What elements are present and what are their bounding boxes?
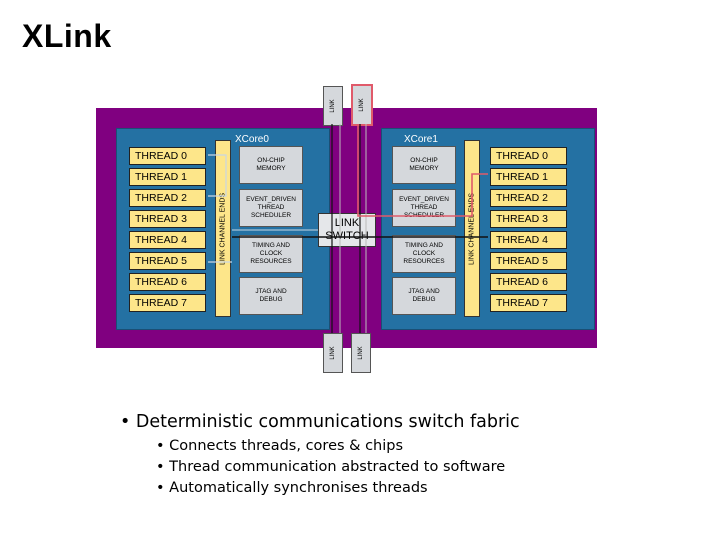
link-label: LINK <box>359 98 365 112</box>
link-label: LINK <box>330 99 336 113</box>
bullet-sub: • Connects threads, cores & chips <box>156 438 404 454</box>
link-channel-ends-label: LINK CHANNEL ENDS <box>219 192 227 265</box>
jtag-debug-block: JTAG AND DEBUG <box>392 277 456 315</box>
thread-box: THREAD 5 <box>490 252 567 270</box>
core-title: XCore1 <box>404 134 438 145</box>
thread-box: THREAD 7 <box>490 294 567 312</box>
thread-box: THREAD 2 <box>129 189 206 207</box>
thread-box: THREAD 2 <box>490 189 567 207</box>
page-title: XLink <box>22 18 112 54</box>
bullet-list: • Deterministic communications switch fa… <box>120 412 520 501</box>
thread-box: THREAD 6 <box>490 273 567 291</box>
thread-box: THREAD 1 <box>490 168 567 186</box>
xcore0-panel: XCore0 THREAD 0 THREAD 1 THREAD 2 THREAD… <box>116 128 330 330</box>
link-bottom-right: LINK <box>351 333 371 373</box>
thread-box: THREAD 5 <box>129 252 206 270</box>
thread-box: THREAD 6 <box>129 273 206 291</box>
thread-box: THREAD 0 <box>129 147 206 165</box>
bullet-main: • Deterministic communications switch fa… <box>120 412 520 432</box>
thread-box: THREAD 4 <box>490 231 567 249</box>
link-label: LINK <box>330 346 336 360</box>
thread-scheduler-block: EVENT_DRIVEN THREAD SCHEDULER <box>392 189 456 227</box>
link-label: LINK <box>358 346 364 360</box>
jtag-debug-block: JTAG AND DEBUG <box>239 277 303 315</box>
link-top-left: LINK <box>323 86 343 126</box>
link-switch: LINK SWITCH <box>318 213 376 247</box>
timing-clock-block: TIMING AND CLOCK RESOURCES <box>239 235 303 273</box>
on-chip-memory-block: ON-CHIP MEMORY <box>239 146 303 184</box>
thread-box: THREAD 1 <box>129 168 206 186</box>
link-channel-ends: LINK CHANNEL ENDS <box>215 140 231 317</box>
thread-box: THREAD 3 <box>129 210 206 228</box>
timing-clock-block: TIMING AND CLOCK RESOURCES <box>392 235 456 273</box>
xlink-diagram: XCore0 THREAD 0 THREAD 1 THREAD 2 THREAD… <box>96 108 597 348</box>
link-bottom-left: LINK <box>323 333 343 373</box>
link-top-right: LINK <box>351 84 373 126</box>
thread-box: THREAD 0 <box>490 147 567 165</box>
link-channel-ends-label: LINK CHANNEL ENDS <box>468 192 476 265</box>
thread-box: THREAD 4 <box>129 231 206 249</box>
on-chip-memory-block: ON-CHIP MEMORY <box>392 146 456 184</box>
thread-box: THREAD 7 <box>129 294 206 312</box>
core-title: XCore0 <box>235 134 269 145</box>
thread-box: THREAD 3 <box>490 210 567 228</box>
link-channel-ends: LINK CHANNEL ENDS <box>464 140 480 317</box>
thread-scheduler-block: EVENT_DRIVEN THREAD SCHEDULER <box>239 189 303 227</box>
bullet-sub: • Thread communication abstracted to sof… <box>156 459 506 475</box>
bullet-sub: • Automatically synchronises threads <box>156 480 428 496</box>
xcore1-panel: XCore1 ON-CHIP MEMORY EVENT_DRIVEN THREA… <box>381 128 595 330</box>
